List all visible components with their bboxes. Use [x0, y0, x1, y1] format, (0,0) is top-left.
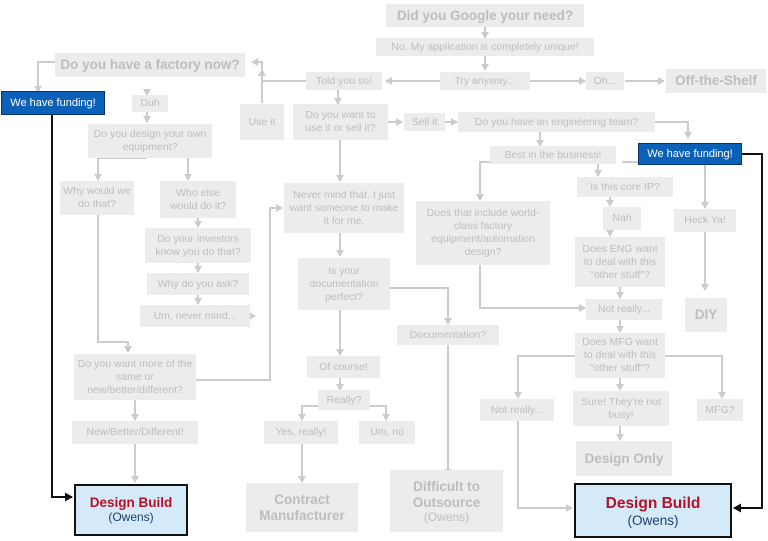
node-sure: Sure! They're not busy!: [573, 391, 669, 426]
funding-edge-left: [51, 115, 73, 502]
node-design-own: Do you design your own equipment?: [88, 124, 212, 158]
node-eng-team: Do you have an engineering team?: [458, 112, 655, 132]
design-build-right: Design Build (Owens): [574, 483, 732, 538]
node-core-ip: Is this core IP?: [577, 177, 673, 197]
difficult-subtitle: (Owens): [423, 509, 470, 524]
node-documentation: Documentation?: [397, 325, 499, 345]
node-yes-really: Yes, really!: [264, 421, 338, 444]
design-build-left: Design Build (Owens): [74, 484, 188, 536]
node-doc-perfect: Is your documentation perfect?: [298, 258, 390, 310]
node-sellit: Sell it: [404, 113, 445, 131]
node-not-really-2: Not really...: [480, 399, 554, 421]
node-nbd: New/Better/Different!: [72, 421, 198, 444]
design-build-left-subtitle: (Owens): [108, 510, 154, 524]
node-investors: Do your investors know you do that?: [145, 228, 251, 263]
node-who-else: Who else would do it?: [160, 181, 236, 218]
node-oh: Oh...: [586, 72, 624, 90]
node-ots: Off-the-Shelf: [666, 69, 766, 93]
node-duh: Duh: [132, 95, 168, 112]
node-of-course: Of course!: [307, 356, 380, 378]
node-eng-other: Does ENG want to deal with this "other s…: [575, 237, 665, 287]
funding-left: We have funding!: [1, 91, 105, 115]
design-build-right-title: Design Build: [605, 494, 701, 512]
funding-edge-right: [733, 153, 763, 513]
node-best: Best in the business!: [490, 146, 616, 164]
funding-right: We have funding!: [638, 143, 742, 165]
node-mfg-other: Does MFG want to deal with this "other s…: [575, 333, 665, 378]
node-difficult: Difficult to Outsource (Owens): [390, 470, 503, 532]
node-heck-ya: Heck Ya!: [674, 209, 736, 232]
node-um-no: Um, no: [359, 421, 415, 444]
node-google: Did you Google your need?: [386, 4, 584, 27]
node-unique: No. My application is completely unique!: [376, 38, 594, 56]
node-never-mind: Never mind that. I just want someone to …: [284, 183, 404, 233]
node-nah: Nah: [603, 207, 641, 230]
node-told: Told you so!: [306, 72, 382, 90]
node-design-only: Design Only: [576, 441, 672, 476]
node-more-same: Do you want more of the same or new/bett…: [74, 354, 196, 400]
design-build-left-title: Design Build: [89, 495, 173, 510]
node-not-really-1: Not really...: [586, 299, 662, 320]
difficult-title: Difficult to Outsource: [412, 478, 481, 510]
node-use-or-sell: Do you want to use it or sell it?: [293, 104, 388, 140]
node-really: Really?: [318, 390, 370, 410]
node-contract: Contract Manufacturer: [246, 483, 358, 532]
node-factory: Do you have a factory now?: [55, 53, 245, 77]
node-tryany: Try anyway...: [440, 72, 530, 90]
node-why-ask: Why do you ask?: [147, 273, 249, 295]
node-diy: DIY: [685, 298, 727, 332]
node-um-never: Um, never mind...: [140, 305, 250, 327]
node-mfg: MFG?: [697, 399, 743, 421]
node-world-class: Does that include world-class factory eq…: [416, 201, 550, 265]
node-why-would: Why would we do that?: [60, 181, 134, 215]
node-useit: Use it: [240, 104, 284, 140]
design-build-right-subtitle: (Owens): [627, 512, 679, 528]
